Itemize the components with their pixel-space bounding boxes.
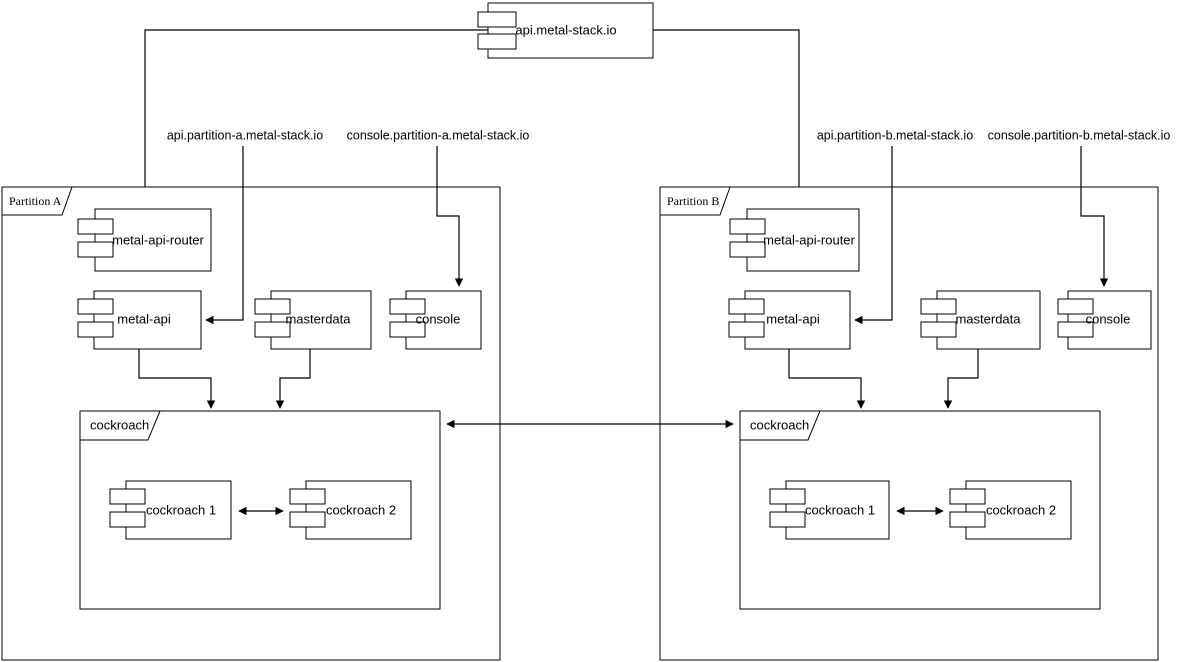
edge-api-b-to-metal-api-b	[854, 146, 893, 325]
edge-gateway-to-router-a	[140, 29, 488, 205]
component-cockroach-a-2[interactable]: cockroach 2	[289, 480, 412, 540]
edge-label-console-partition-b: console.partition-b.metal-stack.io	[988, 128, 1171, 142]
edge-gateway-to-router-b	[653, 29, 804, 205]
cockroach-b-1-label: cockroach 1	[805, 502, 875, 517]
component-metal-api-router-b[interactable]: metal-api-router	[729, 208, 860, 272]
component-cockroach-b-2[interactable]: cockroach 2	[949, 480, 1072, 540]
component-masterdata-a[interactable]: masterdata	[254, 290, 372, 350]
component-console-b[interactable]: console	[1057, 290, 1152, 350]
partition-b-tab-label: Partition B	[667, 194, 719, 208]
component-metal-api-b[interactable]: metal-api	[728, 290, 851, 350]
edge-console-a-to-console-a	[436, 146, 464, 287]
metal-api-router-a-label: metal-api-router	[112, 232, 204, 247]
component-metal-api-router-a[interactable]: metal-api-router	[77, 208, 212, 272]
partition-a-tab-label: Partition A	[9, 194, 62, 208]
component-cockroach-a-1[interactable]: cockroach 1	[109, 480, 232, 540]
cockroach-b-2-label: cockroach 2	[986, 502, 1056, 517]
edge-api-a-to-metal-api-a	[205, 146, 244, 325]
component-metal-api-a[interactable]: metal-api	[77, 290, 202, 350]
edge-masterdata-b-to-cockroach-b	[943, 349, 979, 409]
edge-console-b-to-console-b	[1080, 146, 1109, 287]
masterdata-a-label: masterdata	[285, 311, 351, 326]
edge-label-console-partition-a: console.partition-a.metal-stack.io	[347, 128, 530, 142]
edge-label-api-partition-a: api.partition-a.metal-stack.io	[167, 128, 323, 142]
masterdata-b-label: masterdata	[955, 311, 1021, 326]
metal-api-a-label: metal-api	[117, 311, 171, 326]
metal-api-b-label: metal-api	[766, 311, 820, 326]
console-a-label: console	[416, 311, 461, 326]
cockroach-a-1-label: cockroach 1	[146, 502, 216, 517]
edge-label-api-partition-b: api.partition-b.metal-stack.io	[817, 128, 973, 142]
cockroach-a-tab-label: cockroach	[90, 417, 149, 432]
cockroach-a-2-label: cockroach 2	[326, 502, 396, 517]
console-b-label: console	[1086, 311, 1131, 326]
api-gateway-label: api.metal-stack.io	[515, 22, 616, 37]
component-api-gateway[interactable]: api.metal-stack.io	[477, 2, 654, 59]
component-console-a[interactable]: console	[389, 290, 482, 350]
edge-masterdata-a-to-cockroach-a	[275, 349, 311, 409]
metal-api-router-b-label: metal-api-router	[763, 232, 855, 247]
cockroach-b-tab-label: cockroach	[750, 417, 809, 432]
edge-metal-api-a-to-cockroach-a	[138, 349, 216, 409]
component-masterdata-b[interactable]: masterdata	[920, 290, 1041, 350]
component-cockroach-b-1[interactable]: cockroach 1	[769, 480, 890, 540]
edge-metal-api-b-to-cockroach-b	[788, 349, 866, 409]
